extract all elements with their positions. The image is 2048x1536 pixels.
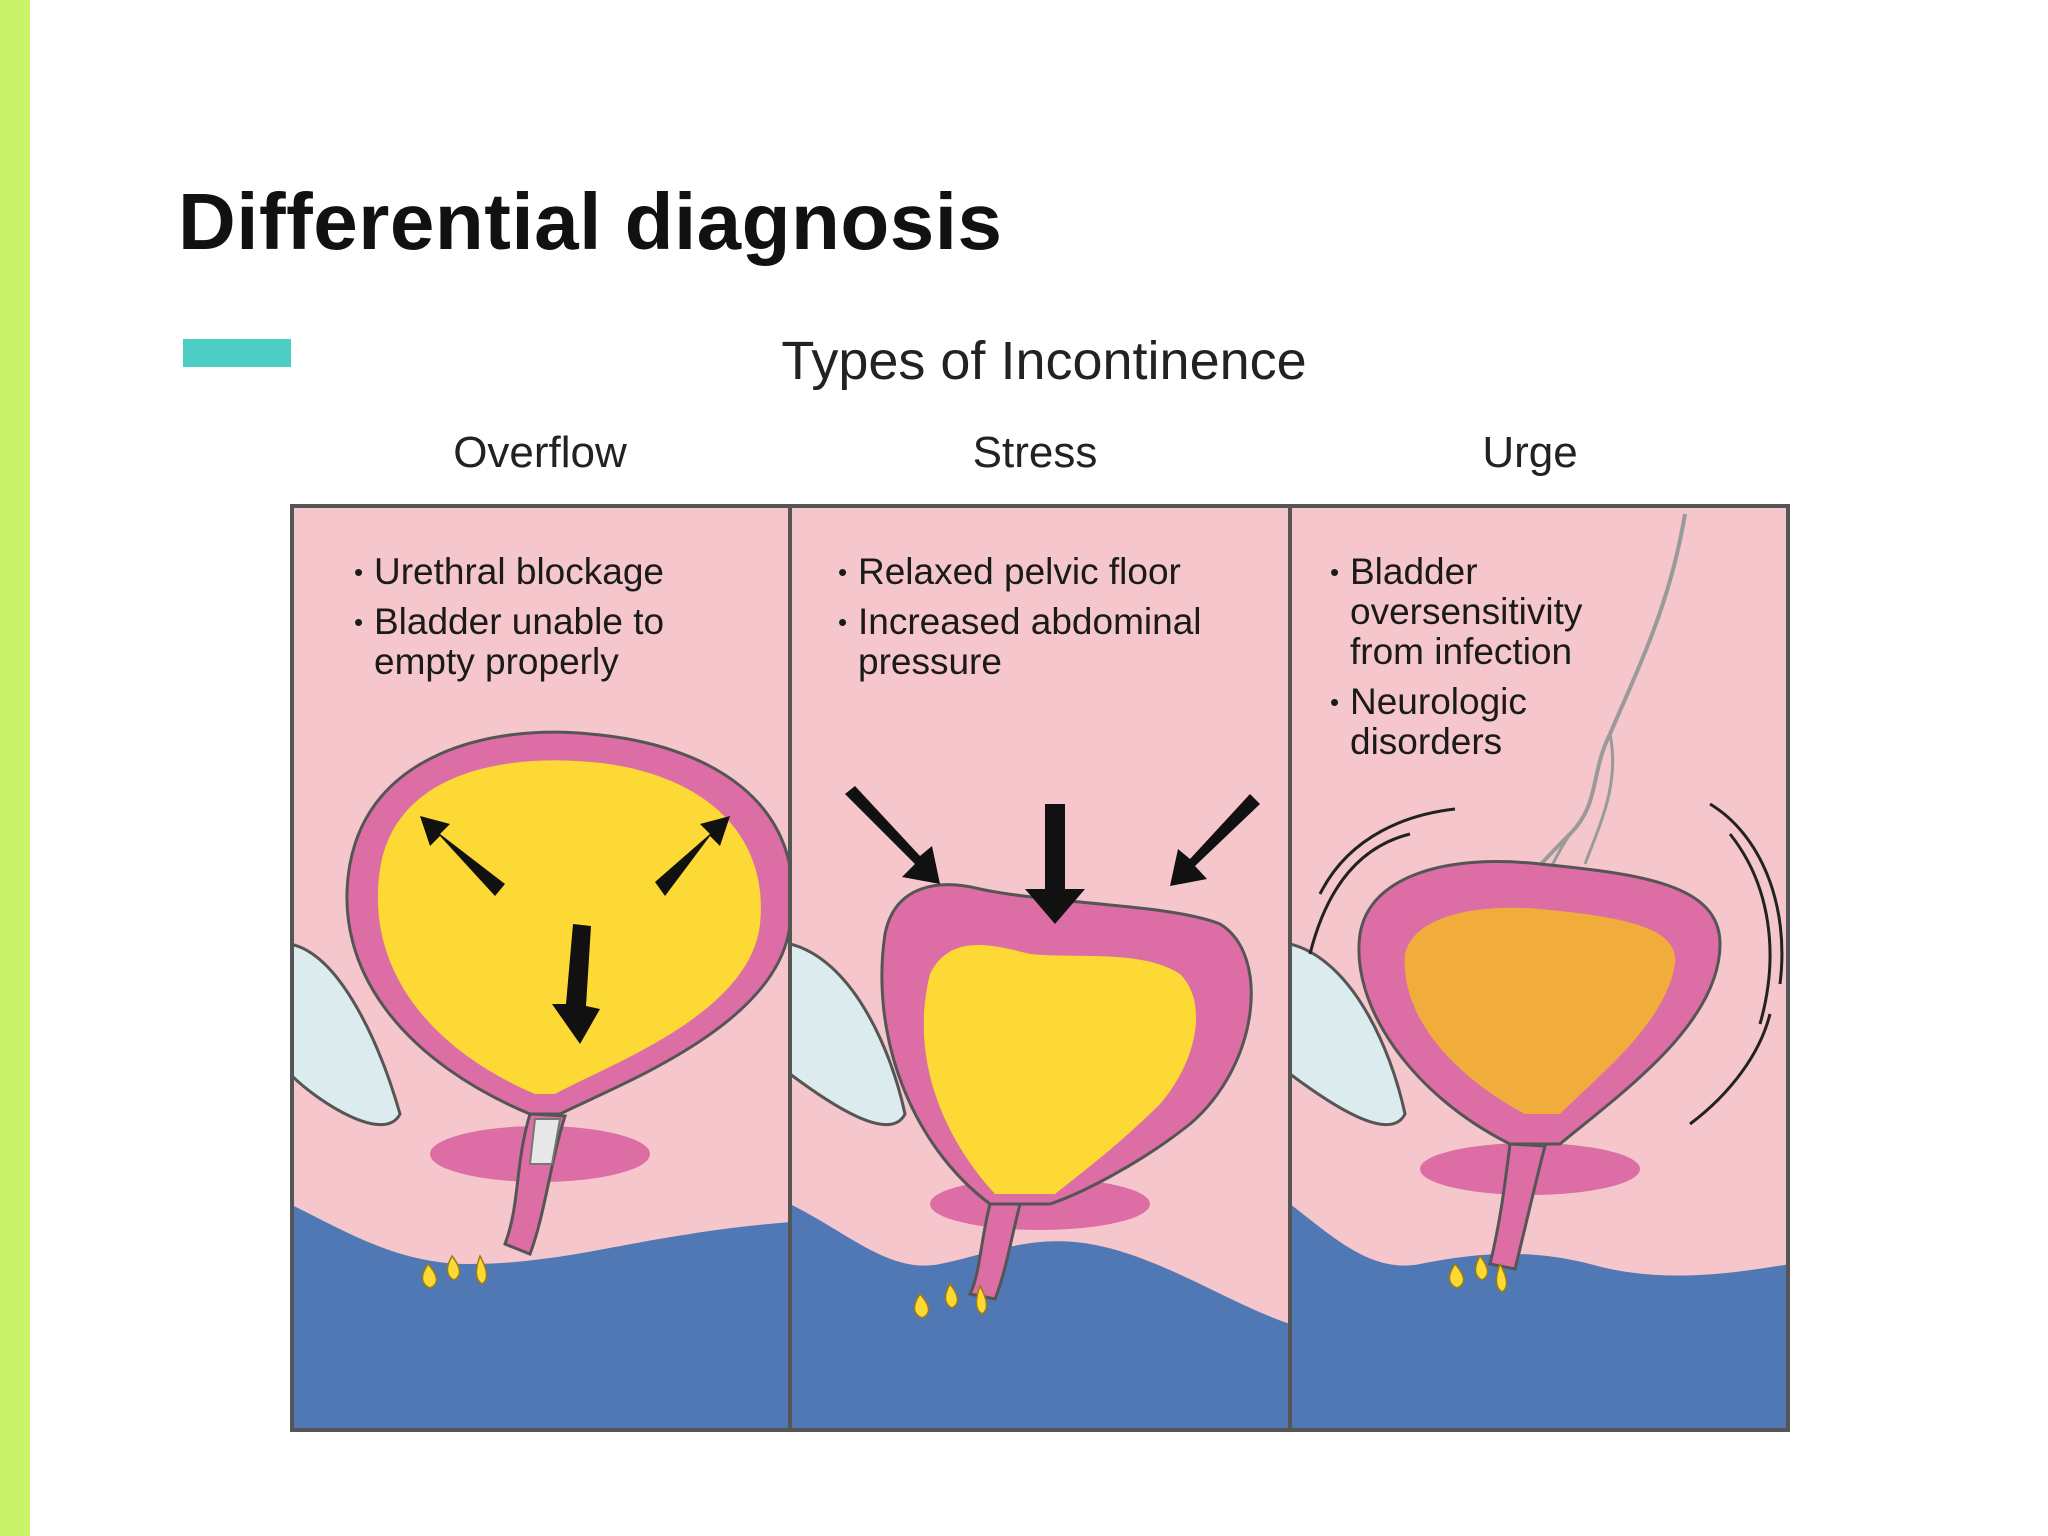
stress-arrow-center [1025, 804, 1085, 924]
overflow-drops [421, 1254, 488, 1289]
panel-title-stress: Stress [972, 428, 1098, 477]
urge-spasm-lines [1308, 802, 1784, 1126]
stress-pubic-bone [790, 942, 907, 1127]
overflow-notes: Urethral blockage Bladder unable to empt… [354, 552, 754, 692]
stress-arrow-right [1170, 794, 1260, 886]
overflow-bladder-urine [377, 760, 761, 1094]
urge-urethra [1488, 1142, 1547, 1271]
stress-note: Increased abdominal pressure [838, 602, 1278, 682]
stress-notes: Relaxed pelvic floor Increased abdominal… [838, 552, 1278, 692]
overflow-note: Bladder unable to empty properly [354, 602, 754, 682]
figure-title: Types of Incontinence [781, 331, 1307, 391]
stress-bladder-urine [923, 945, 1197, 1194]
stress-arrow-left [845, 786, 940, 884]
overflow-arrow-upleft [420, 816, 505, 896]
urge-note: Bladder oversensitivity from infection [1330, 552, 1630, 672]
urethral-blockage [528, 1118, 562, 1165]
pubic-bone [290, 942, 402, 1127]
urge-drops [1448, 1254, 1508, 1293]
stress-floor [790, 1204, 1290, 1432]
overflow-arrow-down [552, 924, 600, 1044]
stress-note: Relaxed pelvic floor [838, 552, 1278, 593]
overflow-floor [290, 1204, 790, 1432]
urge-pubic-bone [1290, 942, 1407, 1127]
urge-note: Neurologic disorders [1330, 682, 1630, 762]
urge-floor [1290, 1204, 1790, 1432]
panel-title-overflow: Overflow [453, 428, 627, 477]
title-accent-line [183, 339, 291, 367]
urge-notes: Bladder oversensitivity from infection N… [1330, 552, 1630, 772]
left-accent-bar [0, 0, 30, 1536]
stress-drops [913, 1282, 988, 1319]
panel-borders [290, 504, 1790, 1432]
urge-bladder-urine [1404, 907, 1676, 1114]
overflow-note: Urethral blockage [354, 552, 754, 593]
stress-urethra [967, 1202, 1022, 1301]
slide-title: Differential diagnosis [178, 177, 1003, 266]
panel-title-urge: Urge [1482, 428, 1578, 477]
overflow-arrow-upright [655, 816, 730, 896]
